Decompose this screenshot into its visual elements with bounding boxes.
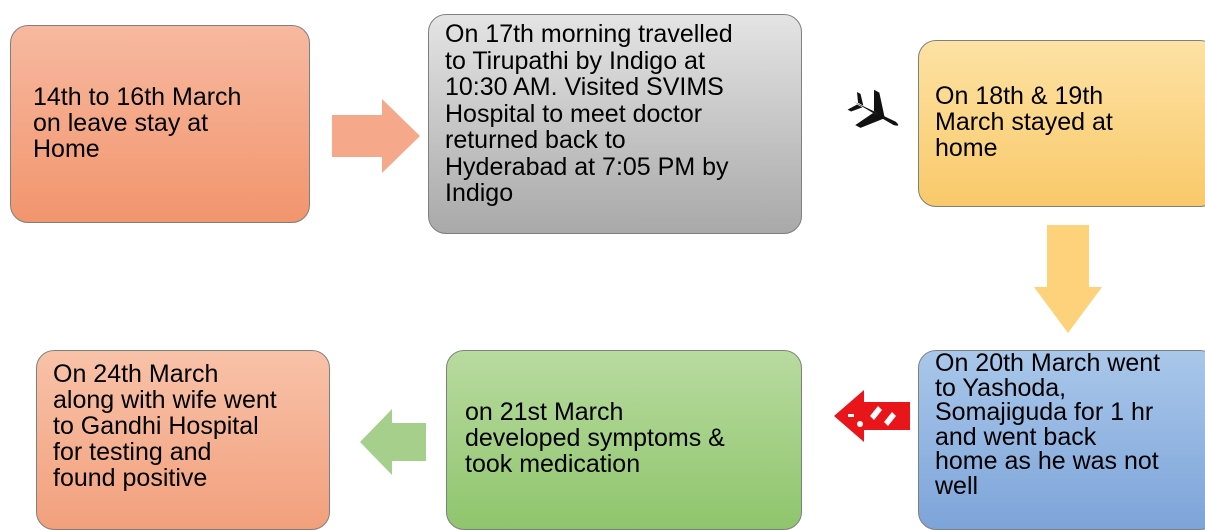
step-6-box: On 24th March along with wife went to Ga… <box>36 350 330 530</box>
arrow-left <box>360 409 426 475</box>
arrow-down <box>1034 225 1102 333</box>
step-4-text: On 20th March went to Yashoda, Somajigud… <box>935 350 1161 500</box>
airplane-icon <box>847 89 899 128</box>
step-1-text: 14th to 16th March on leave stay at Home <box>33 83 242 163</box>
step-2-text: On 17th morning travelled to Tirupathi b… <box>445 20 733 207</box>
step-5-text: on 21st March developed symptoms & took … <box>465 398 725 478</box>
arrow-right-1 <box>332 99 420 173</box>
step-3-box: On 18th & 19th March stayed at home <box>918 40 1205 207</box>
step-3-text: On 18th & 19th March stayed at home <box>935 82 1113 162</box>
step-5-box: on 21st March developed symptoms & took … <box>446 350 802 530</box>
step-4-box: On 20th March went to Yashoda, Somajigud… <box>918 350 1205 530</box>
step-6-text: On 24th March along with wife went to Ga… <box>53 360 277 492</box>
step-2-box: On 17th morning travelled to Tirupathi b… <box>428 14 802 234</box>
step-1-box: 14th to 16th March on leave stay at Home <box>10 25 310 223</box>
warning-arrow-icon <box>834 390 910 442</box>
